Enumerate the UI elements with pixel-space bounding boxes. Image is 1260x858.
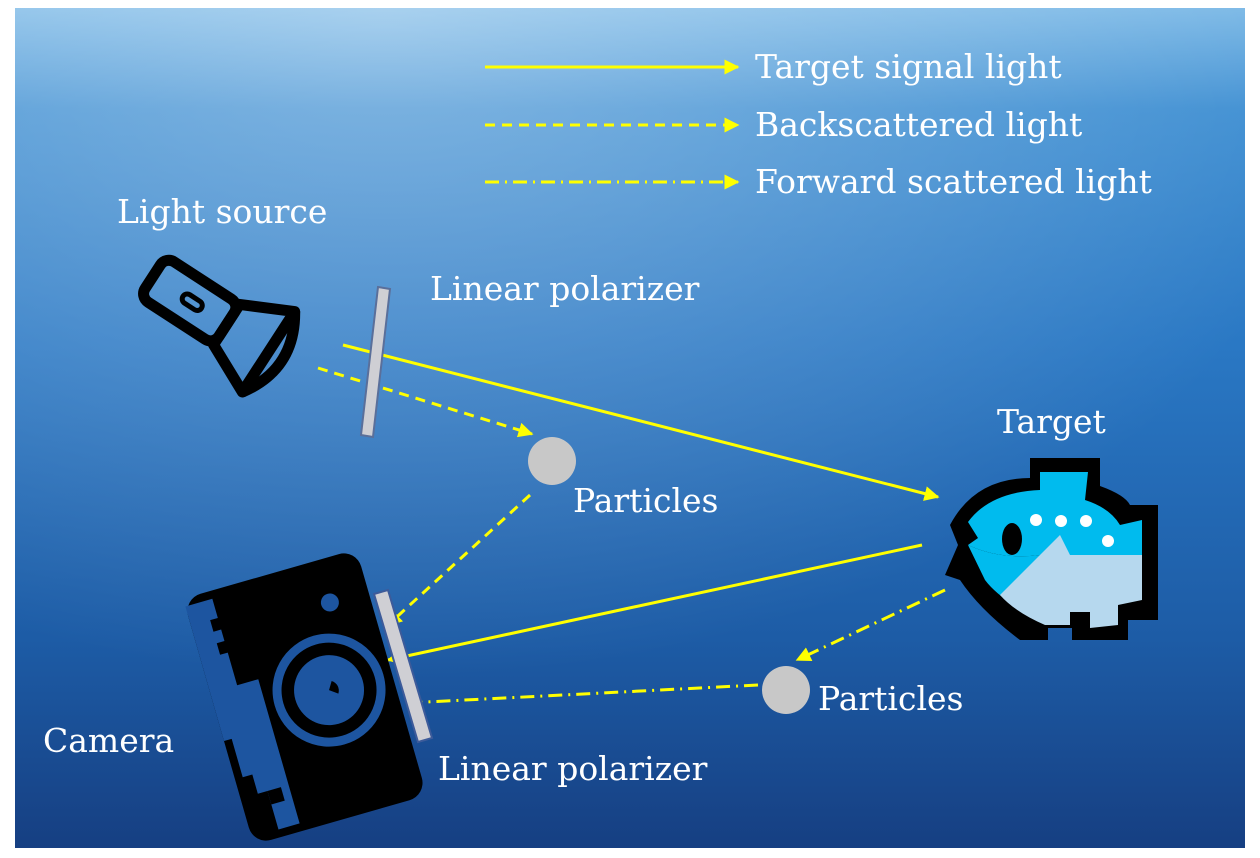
particle-top <box>528 437 576 485</box>
label-particles-bottom: Particles <box>818 679 964 718</box>
legend-backscattered: Backscattered light <box>755 105 1082 144</box>
legend-forward-scattered: Forward scattered light <box>755 162 1152 201</box>
backscatter-to-particle <box>317 366 534 438</box>
label-light-source: Light source <box>117 192 327 231</box>
legend: Target signal light Backscattered light … <box>485 47 1152 201</box>
backscatter-to-camera <box>386 493 532 627</box>
legend-target-signal: Target signal light <box>755 47 1062 86</box>
linear-polarizer-bottom <box>372 588 434 744</box>
label-polarizer-bottom: Linear polarizer <box>438 749 708 788</box>
label-camera: Camera <box>43 721 174 760</box>
label-polarizer-top: Linear polarizer <box>430 269 700 308</box>
flashlight-icon <box>138 254 301 398</box>
forward-scatter-to-camera <box>405 683 759 710</box>
label-target: Target <box>997 402 1106 441</box>
camera-icon <box>185 553 423 841</box>
signal-light-to-camera <box>386 543 923 665</box>
linear-polarizer-top <box>359 285 392 439</box>
particle-bottom <box>762 666 810 714</box>
fish-target-icon <box>945 458 1158 640</box>
signal-light-to-target <box>342 343 940 501</box>
label-particles-top: Particles <box>573 481 719 520</box>
